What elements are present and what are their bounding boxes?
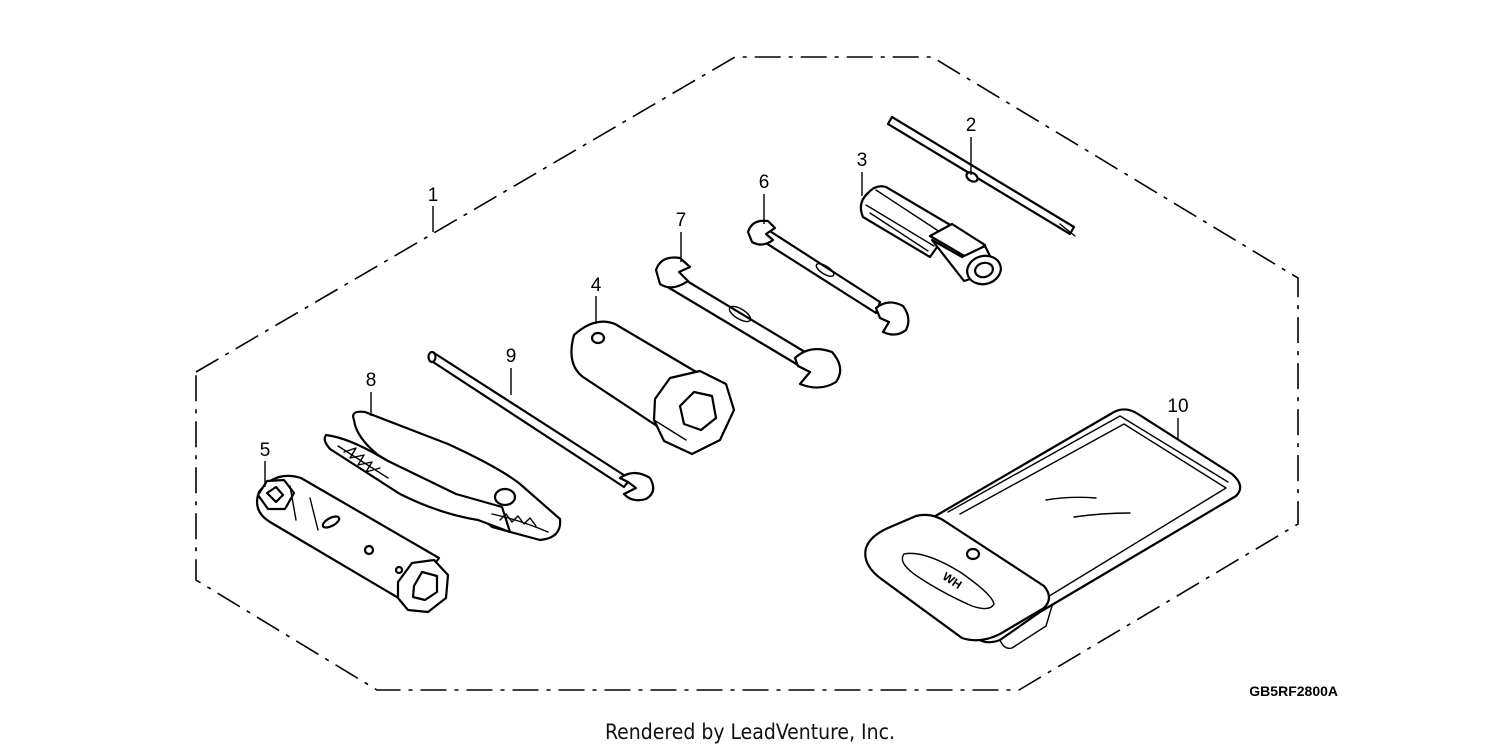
tool-kit-outline	[195, 56, 1299, 691]
part-8-pliers[interactable]	[323, 410, 562, 542]
part-5-box-wrench[interactable]	[255, 474, 450, 614]
callout-3[interactable]: 3	[857, 150, 868, 171]
callout-8[interactable]: 8	[366, 370, 377, 391]
callout-6[interactable]: 6	[759, 172, 770, 193]
drawing-code: GB5RF2800A	[1249, 683, 1338, 699]
part-3-screwdriver-handle[interactable]	[859, 185, 1004, 288]
render-credit: Rendered by LeadVenture, Inc.	[605, 720, 895, 744]
callout-9[interactable]: 9	[506, 346, 517, 367]
part-7-large-wrench[interactable]	[654, 256, 842, 389]
part-2-screwdriver-bit[interactable]	[886, 115, 1076, 237]
callout-5[interactable]: 5	[260, 440, 271, 461]
callout-10[interactable]: 10	[1167, 396, 1188, 417]
part-6-small-wrench[interactable]	[746, 219, 910, 336]
part-10-tool-bag[interactable]: WH	[864, 408, 1242, 650]
leader-lines	[264, 137, 1179, 487]
callout-4[interactable]: 4	[591, 275, 602, 296]
part-9-handle-bar[interactable]	[427, 350, 655, 502]
callout-2[interactable]: 2	[966, 115, 977, 136]
callout-7[interactable]: 7	[676, 210, 687, 231]
callout-numbers: 1 2 3 4 5 6 7 8 9 10	[260, 115, 1189, 461]
part-4-spark-plug-wrench[interactable]	[570, 320, 736, 456]
callout-1[interactable]: 1	[428, 185, 439, 206]
